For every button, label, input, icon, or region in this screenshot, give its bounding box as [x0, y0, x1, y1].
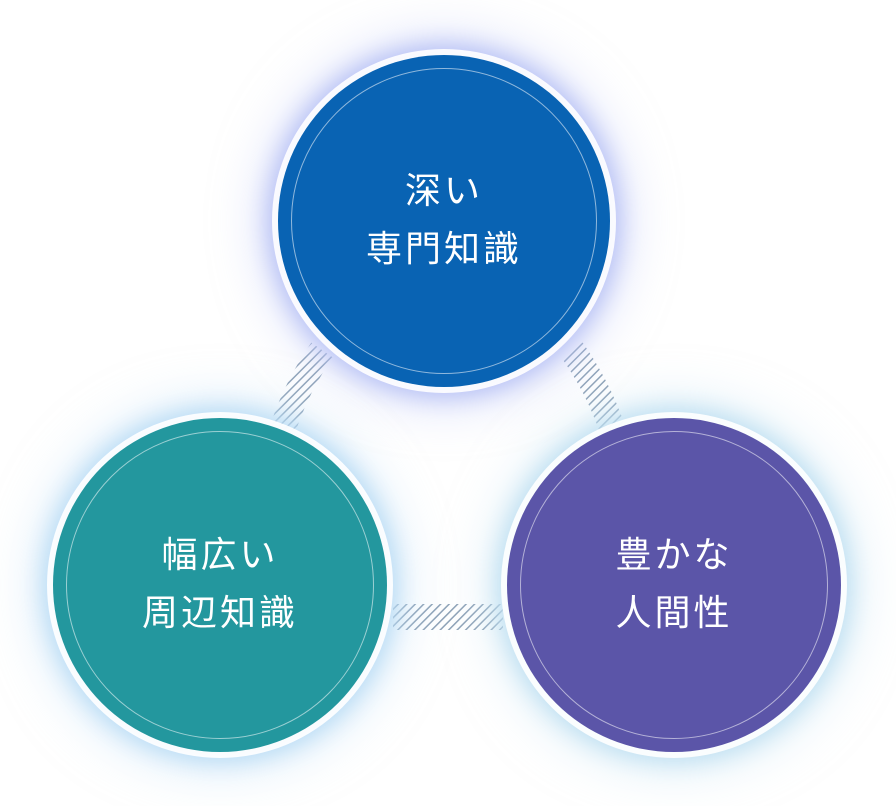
label-line-1: 深い [404, 171, 483, 212]
label-line-1: 幅広い [161, 535, 279, 576]
label-line-2: 人間性 [615, 593, 733, 634]
circle-label-top: 深い 専門知識 [366, 163, 522, 279]
label-line-2: 専門知識 [365, 229, 522, 270]
circle-label-left: 幅広い 周辺知識 [142, 527, 298, 643]
circle-label-right: 豊かな 人間性 [615, 527, 732, 643]
circle-deep-expertise: 深い 専門知識 [278, 55, 610, 387]
circle-rich-humanity: 豊かな 人間性 [507, 418, 841, 752]
connector-top-left [270, 342, 333, 433]
label-line-1: 豊かな [615, 535, 733, 576]
connector-top-right [561, 342, 625, 433]
circle-broad-knowledge: 幅広い 周辺知識 [53, 418, 387, 752]
label-line-2: 周辺知識 [141, 593, 298, 634]
